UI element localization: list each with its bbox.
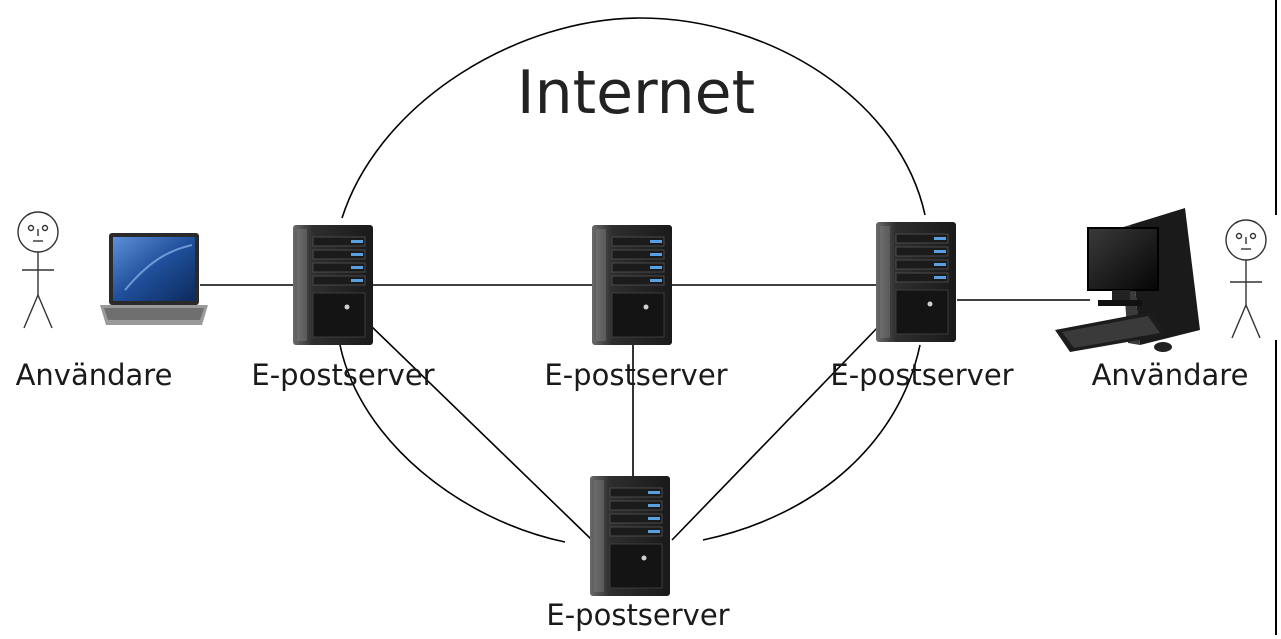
desktop-computer-icon xyxy=(1055,208,1200,352)
user-left-figure xyxy=(17,211,59,329)
server-1-label: E-postserver xyxy=(251,358,435,392)
user-right-figure xyxy=(1225,219,1267,339)
server-2-label: E-postserver xyxy=(544,358,728,392)
edge-server-1-server-4 xyxy=(369,324,593,541)
user-left-label: Användare xyxy=(15,358,173,392)
server-4-label: E-postserver xyxy=(546,598,730,632)
internet-arc-bottom-left xyxy=(339,344,566,543)
laptop-icon xyxy=(100,233,208,325)
internet-arc-top xyxy=(341,17,926,219)
user-right-label: Användare xyxy=(1091,358,1249,392)
server-1-server-icon xyxy=(293,225,373,345)
internet-arc-bottom-right xyxy=(702,344,921,541)
server-2-server-icon xyxy=(592,225,672,345)
server-3-label: E-postserver xyxy=(830,358,1014,392)
frame-edge-bottom xyxy=(1275,340,1277,635)
edge-server-3-server-4 xyxy=(671,324,881,541)
frame-edge-top xyxy=(1275,0,1277,215)
internet-label: Internet xyxy=(516,58,756,128)
server-4-server-icon xyxy=(590,476,670,596)
server-3-server-icon xyxy=(876,222,956,342)
